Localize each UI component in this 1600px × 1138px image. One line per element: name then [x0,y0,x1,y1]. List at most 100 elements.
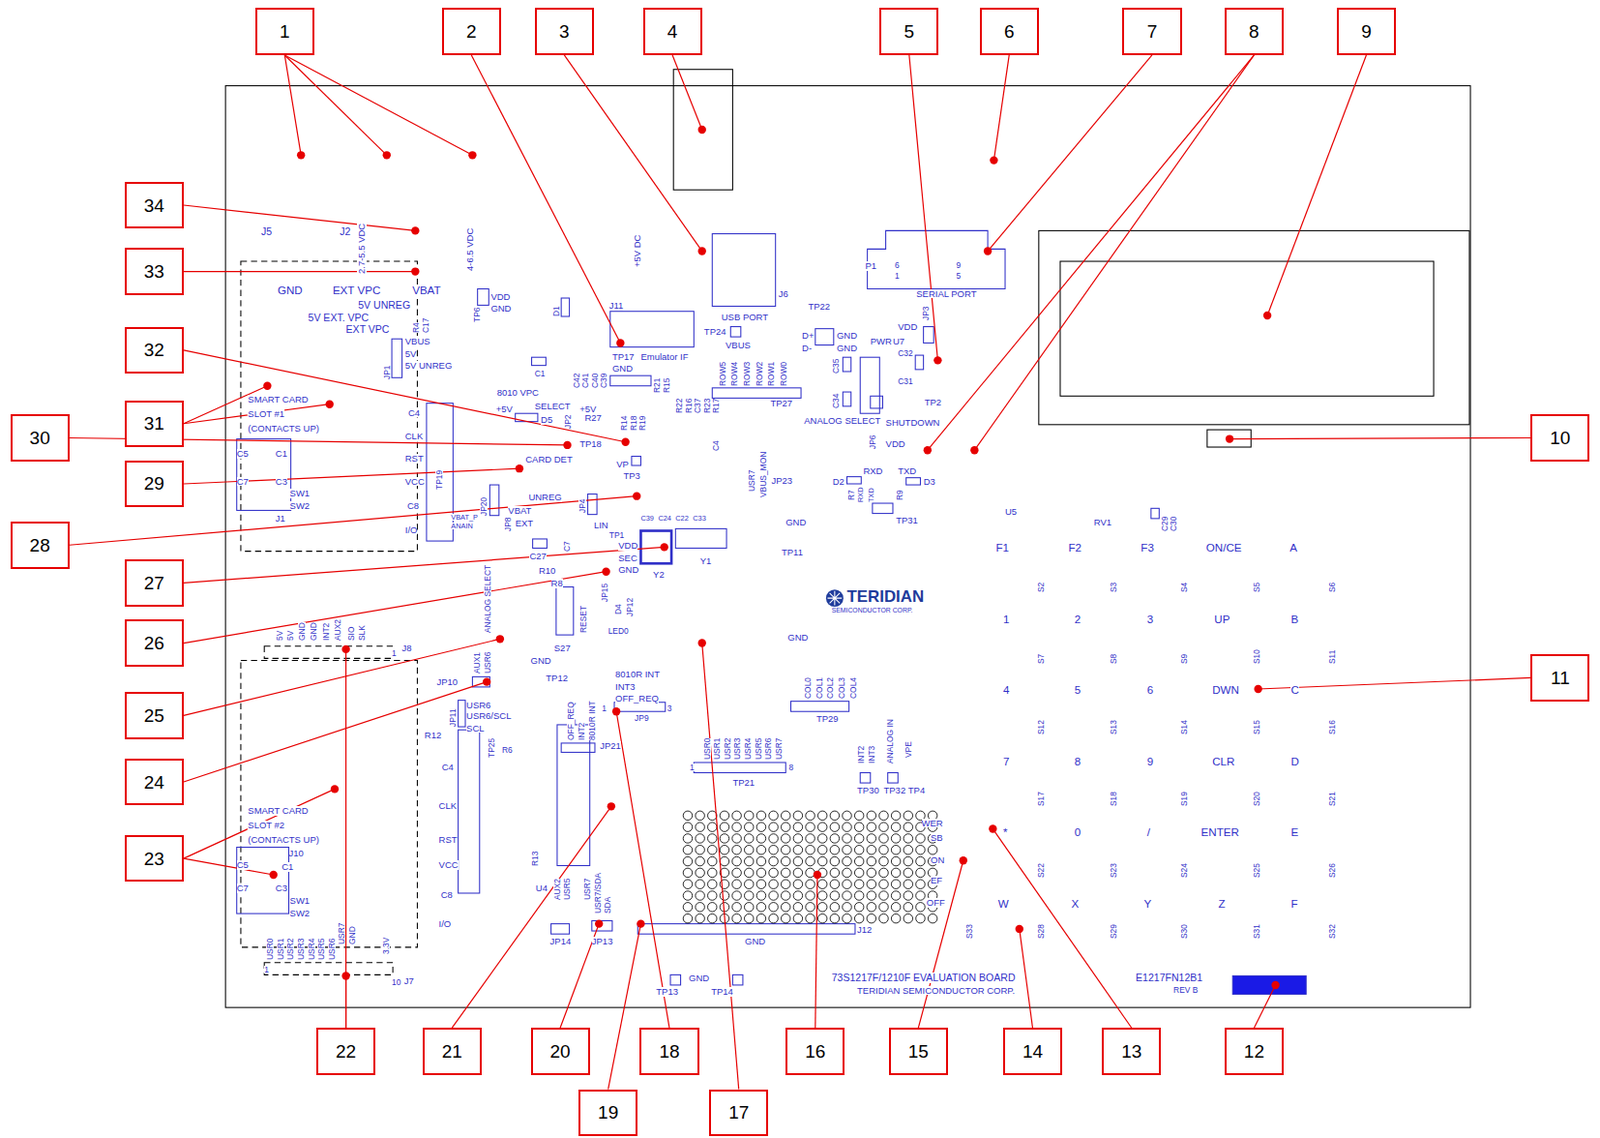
silkscreen-label: ROW4 [730,360,739,386]
silkscreen-label: C29 [1160,515,1169,531]
silkscreen-label: / [1147,826,1151,838]
component-outline [561,297,569,317]
leader-line [183,546,665,583]
silkscreen-label: GND [531,655,552,666]
silkscreen-label: VBUS [405,336,431,347]
proto-hole [866,822,876,831]
silkscreen-label: JP10 [436,677,458,687]
proto-hole [756,890,766,900]
silkscreen-label: F2 [1067,541,1082,554]
leader-line [345,649,347,1028]
callout-box: 9 [1336,7,1396,56]
silkscreen-label: S12 [1037,719,1045,735]
silkscreen-label: C41 [581,372,590,387]
proto-hole [817,913,827,922]
proto-hole [708,867,717,877]
silkscreen-label: 8 [1074,755,1081,768]
silkscreen-label: C37 [693,398,702,414]
silkscreen-label: 5V [405,349,417,359]
silkscreen-label: SMART CARD [247,805,308,816]
leader-dot [988,824,997,832]
silkscreen-label: SELECT [534,401,571,412]
callout-box: 15 [888,1027,949,1075]
silkscreen-label: SW2 [290,501,311,511]
silkscreen-label: GND [277,284,303,297]
silkscreen-label: JP14 [550,936,572,947]
proto-hole [842,822,852,831]
silkscreen-label: SEMICONDUCTOR CORP. [831,607,914,615]
proto-hole [708,890,717,900]
proto-hole [682,879,692,889]
silkscreen-label: R12 [424,730,442,741]
proto-hole [854,879,863,889]
component-outline [533,538,548,548]
component-outline [264,962,393,976]
silkscreen-label: JP3 [921,306,930,322]
silkscreen-label: A [1289,541,1298,554]
callout-box: 2 [442,7,502,56]
leader-dot [923,445,932,454]
silkscreen-label: USR1 [276,937,285,959]
silkscreen-label: GND [612,363,633,374]
silkscreen-label: R13 [531,850,539,865]
silkscreen-label: 8 [788,763,794,771]
silkscreen-label: Emulator IF [640,352,688,362]
silkscreen-label: GND [744,936,766,947]
silkscreen-label: VCC [439,859,459,870]
leader-dot [698,246,707,255]
callout-box: 3 [534,7,594,56]
silkscreen-label: R6 [502,745,513,754]
silkscreen-label: COL2 [826,676,834,698]
callout-box: 8 [1224,7,1284,56]
silkscreen-label: VDD [886,439,906,449]
silkscreen-label: +5V [496,404,513,415]
silkscreen-label: USR7/SDA [593,872,602,914]
leader-line [927,55,1255,450]
proto-hole [793,833,802,843]
silkscreen-label: 1 [894,271,900,280]
proto-hole [708,845,717,855]
proto-hole [805,810,815,820]
callout-number: 1 [279,22,291,41]
callout-box: 22 [316,1027,376,1075]
proto-hole [780,856,790,865]
silkscreen-label: VCC [405,476,425,487]
silkscreen-label: TP31 [895,515,919,526]
proto-hole [695,810,705,820]
proto-hole [756,856,766,865]
leader-dot [268,870,277,879]
silkscreen-label: TXD [867,487,875,503]
silkscreen-label: J1 [275,513,286,524]
silkscreen-label: ANALOG IN [886,718,894,764]
proto-hole [732,822,741,831]
component-outline [847,476,862,484]
proto-hole [854,867,863,877]
callout-number: 34 [144,196,165,215]
silkscreen-label: ENTER [1201,826,1240,838]
board-art [225,69,1471,1008]
proto-hole [903,822,913,831]
leader-dot [660,542,669,551]
silkscreen-label: Y2 [652,569,665,580]
proto-hole [682,856,692,865]
proto-hole [805,867,815,877]
component-outline [557,724,591,866]
silkscreen-label: DWN [1212,683,1240,696]
silkscreen-label: D2 [832,476,845,487]
silkscreen-label: GND [309,622,318,642]
proto-hole [890,833,900,843]
silkscreen-label: J5 [261,226,272,238]
component-outline [730,326,741,338]
proto-hole [682,810,692,820]
silkscreen-label: S8 [1109,652,1118,663]
silkscreen-label: D5 [540,414,553,425]
proto-hole [756,867,766,877]
proto-hole [854,810,863,820]
proto-hole [695,902,705,912]
leader-line [451,805,612,1028]
silkscreen-label: D4 [614,603,623,615]
silkscreen-label: JP15 [600,583,609,602]
proto-hole [903,879,913,889]
silkscreen-label: W [998,897,1009,910]
logo-icon [827,591,842,606]
